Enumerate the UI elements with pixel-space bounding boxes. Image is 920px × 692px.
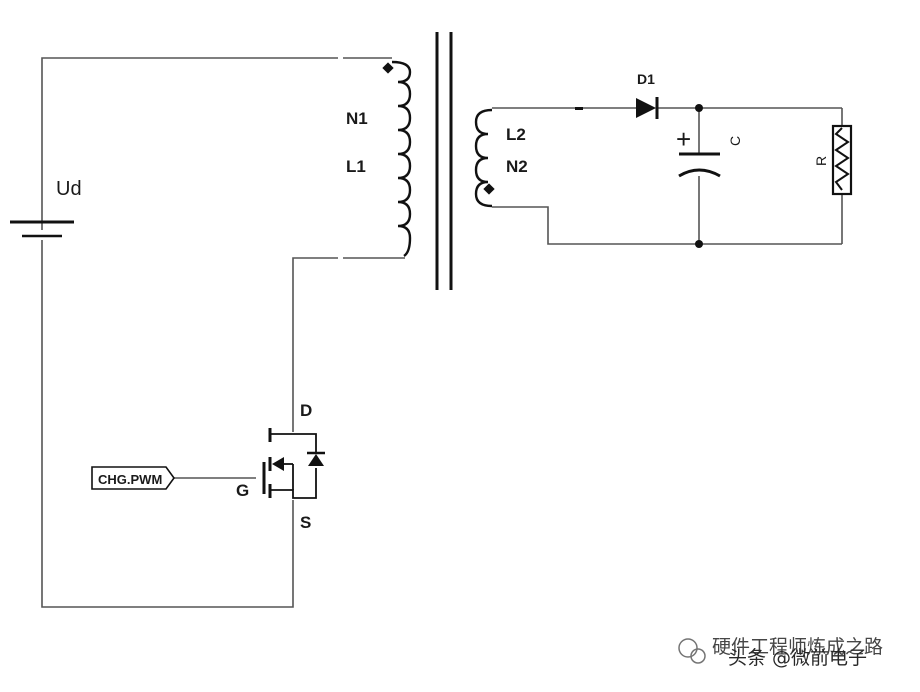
label-r: R <box>813 156 829 166</box>
diode-d1 <box>636 97 659 119</box>
label-c: C <box>727 136 743 146</box>
label-d1: D1 <box>637 71 655 87</box>
pwm-net-tag <box>91 466 175 490</box>
mosfet-drain-lead <box>270 433 317 452</box>
wire-mark-top <box>575 107 583 110</box>
label-cap-plus: + <box>676 124 691 154</box>
watermark-line-2: 硬件工程师炼成之路 <box>712 636 883 658</box>
label-l1: L1 <box>346 157 366 176</box>
watermark-logo-icon-2 <box>690 648 706 664</box>
battery-symbol <box>10 220 74 238</box>
mosfet-source-lead <box>270 468 317 499</box>
secondary-polarity-dot <box>483 183 495 195</box>
secondary-coil <box>474 108 493 208</box>
wire-sec-bottom <box>492 206 842 245</box>
wire-left-bottom <box>41 240 294 608</box>
watermark-logo-icon <box>678 638 698 658</box>
transformer-core <box>435 32 453 290</box>
diode-triangle <box>636 98 656 118</box>
resistor-r <box>831 124 853 196</box>
body-diode-triangle <box>308 454 324 466</box>
label-g: G <box>236 481 249 500</box>
label-l2: L2 <box>506 125 526 144</box>
mosfet-body-diode <box>307 451 325 466</box>
mosfet-body-arrow <box>272 457 284 471</box>
secondary-wires <box>492 107 843 245</box>
label-n1: N1 <box>346 109 368 128</box>
mosfet-switch <box>262 428 317 499</box>
label-d: D <box>300 401 312 420</box>
label-n2: N2 <box>506 157 528 176</box>
junction-dot-bottom <box>695 240 703 248</box>
label-pwm: CHG.PWM <box>98 472 162 487</box>
wire-top-left <box>41 57 338 230</box>
resistor-body <box>831 124 853 196</box>
primary-wires <box>41 57 405 608</box>
capacitor-c <box>678 152 721 178</box>
watermark-line-1: 头条 @微前电子 <box>728 647 867 669</box>
primary-polarity-dot <box>382 62 394 74</box>
primary-coil <box>391 60 412 257</box>
label-s: S <box>300 513 311 532</box>
junction-dot-top <box>695 104 703 112</box>
wire-drain <box>292 257 338 432</box>
watermark: 硬件工程师炼成之路 头条 @微前电子 <box>678 636 883 669</box>
label-ud: Ud <box>56 178 82 200</box>
resistor-zigzag <box>834 127 850 191</box>
capacitor-plate-bottom <box>678 168 721 178</box>
